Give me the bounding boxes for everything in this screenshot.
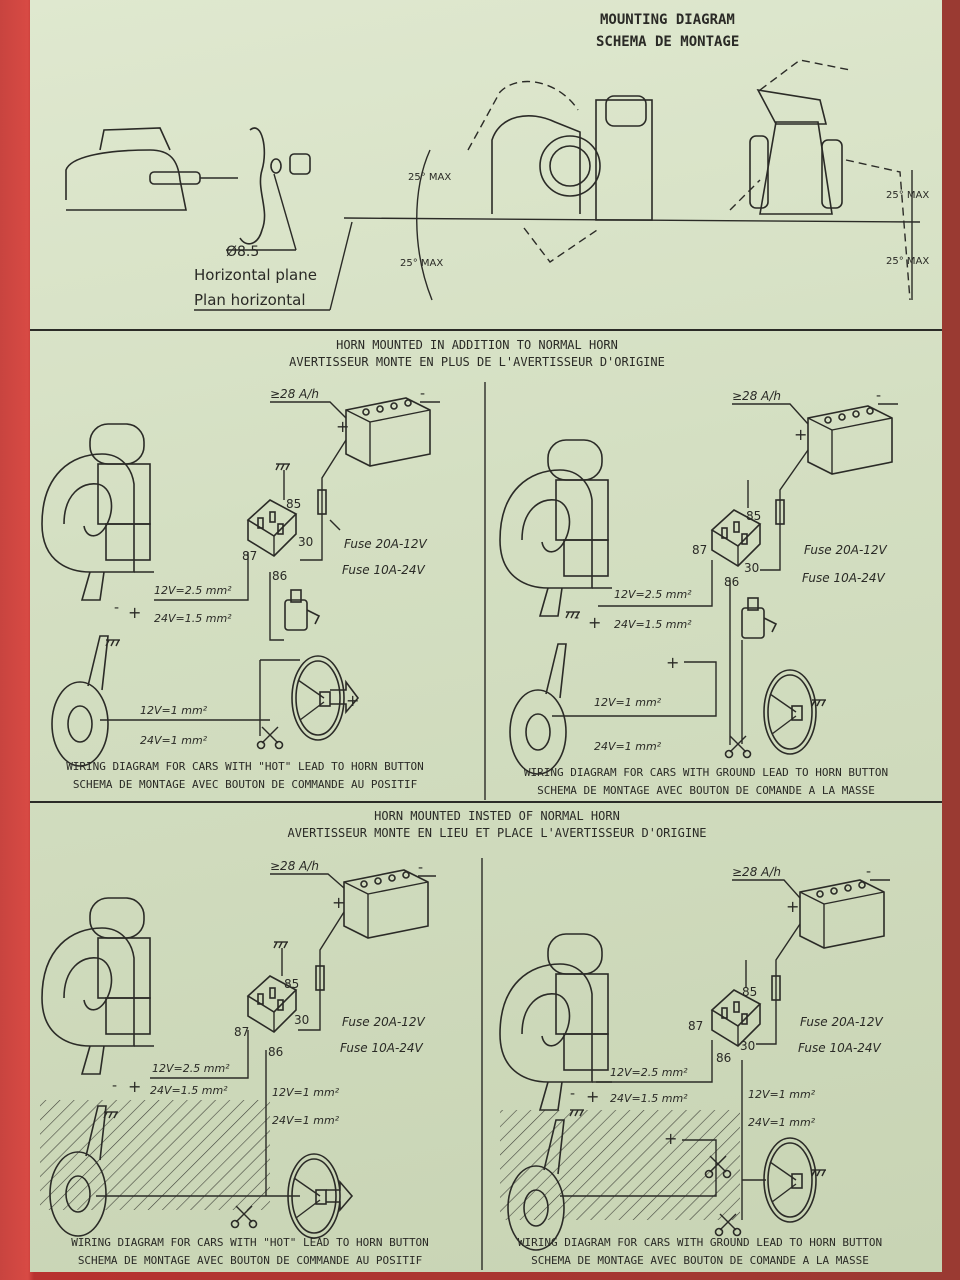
- wire-12v-thin-d: 12V=1 mm²: [748, 1088, 816, 1101]
- horn-plus-b: +: [588, 613, 601, 632]
- fuse-24v: Fuse 10A-24V: [342, 563, 426, 577]
- battery-plus-d: +: [786, 897, 799, 916]
- battery-minus-c: -: [418, 860, 423, 876]
- wire-24v-thick-b: 24V=1.5 mm²: [614, 618, 692, 631]
- caption-ground-en-2: WIRING DIAGRAM FOR CARS WITH GROUND LEAD…: [518, 1236, 882, 1249]
- fuse-12v: Fuse 20A-12V: [344, 537, 428, 551]
- battery-capacity-b: ≥28 A/h: [732, 389, 781, 403]
- wire-24v-thin-c: 24V=1 mm²: [272, 1114, 340, 1127]
- relay-86-c: 86: [268, 1045, 283, 1059]
- caption-hot-fr-2: SCHEMA DE MONTAGE AVEC BOUTON DE COMMAND…: [78, 1254, 422, 1267]
- panel-hot-instead: ≥28 A/h + - 85 87 86 30 Fuse 20A-12V Fus…: [40, 859, 436, 1267]
- relay-87-d: 87: [688, 1019, 703, 1033]
- wire-12v-thin-c: 12V=1 mm²: [272, 1086, 340, 1099]
- horn-plus-c: +: [128, 1077, 141, 1096]
- fuse-24v-b: Fuse 10A-24V: [802, 571, 886, 585]
- section1-title-fr: AVERTISSEUR MONTE EN PLUS DE L'AVERTISSE…: [289, 355, 665, 369]
- wire-12v-thin: 12V=1 mm²: [140, 704, 208, 717]
- caption-ground-fr: SCHEMA DE MONTAGE AVEC BOUTON DE COMANDE…: [537, 784, 875, 797]
- relay-87: 87: [242, 549, 257, 563]
- wire-24v-thick-d: 24V=1.5 mm²: [610, 1092, 688, 1105]
- battery-minus: -: [420, 386, 425, 402]
- wire-24v-thin-d: 24V=1 mm²: [748, 1116, 816, 1129]
- section1-title-en: HORN MOUNTED IN ADDITION TO NORMAL HORN: [336, 338, 618, 352]
- wire-12v-thick-c: 12V=2.5 mm²: [152, 1062, 230, 1075]
- plane-label-fr: Plan horizontal: [194, 291, 306, 309]
- mounting-title-en: MOUNTING DIAGRAM: [600, 12, 735, 28]
- hole-diameter: Ø8.5: [226, 244, 259, 260]
- battery-plus-b: +: [794, 425, 807, 444]
- caption-ground-fr-2: SCHEMA DE MONTAGE AVEC BOUTON DE COMANDE…: [531, 1254, 869, 1267]
- wire-24v-thin: 24V=1 mm²: [140, 734, 208, 747]
- battery-capacity-d: ≥28 A/h: [732, 865, 781, 879]
- battery-plus-c: +: [332, 893, 345, 912]
- horn-minus-c: -: [112, 1078, 117, 1094]
- battery-minus-b: -: [876, 388, 881, 404]
- relay-30-c: 30: [294, 1013, 309, 1027]
- wheel-plus: +: [346, 691, 359, 710]
- relay-87-c: 87: [234, 1025, 249, 1039]
- caption-ground-en: WIRING DIAGRAM FOR CARS WITH GROUND LEAD…: [524, 766, 888, 779]
- wire-24v-thin-b: 24V=1 mm²: [594, 740, 662, 753]
- plane-label-en: Horizontal plane: [194, 266, 317, 284]
- horn-minus: -: [114, 600, 119, 616]
- fuse-24v-d: Fuse 10A-24V: [798, 1041, 882, 1055]
- battery-plus: +: [336, 417, 349, 436]
- relay-85: 85: [286, 497, 301, 511]
- relay-86-b: 86: [724, 575, 739, 589]
- battery-minus-d: -: [866, 864, 871, 880]
- supply-plus-b: +: [666, 653, 679, 672]
- supply-plus-d: +: [664, 1129, 677, 1148]
- fuse-12v-c: Fuse 20A-12V: [342, 1015, 426, 1029]
- instruction-sheet: [30, 0, 942, 1272]
- battery-capacity-c: ≥28 A/h: [270, 859, 319, 873]
- caption-hot-fr: SCHEMA DE MONTAGE AVEC BOUTON DE COMMAND…: [73, 778, 417, 791]
- wire-12v-thick-b: 12V=2.5 mm²: [614, 588, 692, 601]
- horn-plus-d: +: [586, 1087, 599, 1106]
- caption-hot-en-2: WIRING DIAGRAM FOR CARS WITH "HOT" LEAD …: [71, 1236, 429, 1249]
- wire-12v-thick: 12V=2.5 mm²: [154, 584, 232, 597]
- relay-85-b: 85: [746, 509, 761, 523]
- panel-ground-instead: ≥28 A/h + - 85 87 86 30 Fuse 20A-12V Fus…: [499, 864, 890, 1267]
- relay-30-d: 30: [740, 1039, 755, 1053]
- horn-minus-b: -: [574, 610, 579, 626]
- relay-87-b: 87: [692, 543, 707, 557]
- mounting-title-fr: SCHEMA DE MONTAGE: [596, 34, 739, 50]
- horn-plus: +: [128, 603, 141, 622]
- relay-86-d: 86: [716, 1051, 731, 1065]
- wire-12v-thin-b: 12V=1 mm²: [594, 696, 662, 709]
- relay-30: 30: [298, 535, 313, 549]
- caption-hot-en: WIRING DIAGRAM FOR CARS WITH "HOT" LEAD …: [66, 760, 424, 773]
- angle-upper-right: 25° MAX: [886, 190, 929, 201]
- section2-title-en: HORN MOUNTED INSTED OF NORMAL HORN: [374, 809, 620, 823]
- horn-minus-d: -: [570, 1086, 575, 1102]
- angle-lower-left: 25° MAX: [400, 258, 443, 269]
- section2-title-fr: AVERTISSEUR MONTE EN LIEU ET PLACE L'AVE…: [287, 826, 706, 840]
- panel-hot-addition: ≥28 A/h + - 85 87 86 30 Fuse 20A-12V Fus…: [41, 386, 440, 791]
- relay-86: 86: [272, 569, 287, 583]
- fuse-12v-b: Fuse 20A-12V: [804, 543, 888, 557]
- relay-30-b: 30: [744, 561, 759, 575]
- wire-24v-thick-c: 24V=1.5 mm²: [150, 1084, 228, 1097]
- wire-24v-thick: 24V=1.5 mm²: [154, 612, 232, 625]
- panel-ground-addition: ≥28 A/h + - 85 87 86 30 Fuse 20A-12V Fus…: [499, 388, 898, 797]
- angle-lower-right: 25° MAX: [886, 256, 929, 267]
- fuse-12v-d: Fuse 20A-12V: [800, 1015, 884, 1029]
- relay-85-c: 85: [284, 977, 299, 991]
- fuse-24v-c: Fuse 10A-24V: [340, 1041, 424, 1055]
- relay-85-d: 85: [742, 985, 757, 999]
- battery-capacity: ≥28 A/h: [270, 387, 319, 401]
- mounting-diagram: MOUNTING DIAGRAM SCHEMA DE MONTAGE Ø8.5 …: [65, 12, 929, 311]
- wire-12v-thick-d: 12V=2.5 mm²: [610, 1066, 688, 1079]
- angle-upper-left: 25° MAX: [408, 172, 451, 183]
